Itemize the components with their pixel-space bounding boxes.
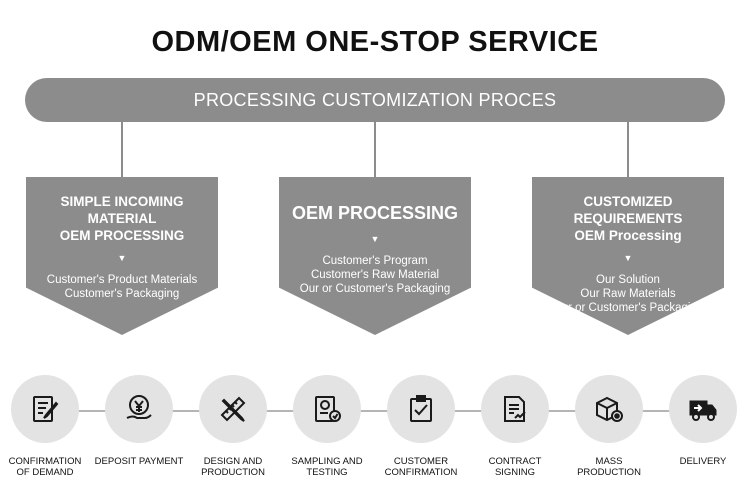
step-label: CONFIRMATION OF DEMAND: [8, 456, 82, 478]
panel-line: Customer's Raw Material: [310, 269, 440, 281]
step-mass-production: MASS PRODUCTION: [562, 375, 656, 478]
down-triangle-icon: ▼: [623, 253, 633, 263]
connector-line: [627, 122, 629, 177]
sample-test-icon: [315, 396, 341, 422]
panel-line: Our Raw Materials: [580, 288, 676, 300]
step-sampling-and-testing: SAMPLING AND TESTING: [280, 375, 374, 478]
step-label: DELIVERY: [679, 456, 727, 467]
step-confirmation-of-demand: CONFIRMATION OF DEMAND: [0, 375, 92, 478]
pencil-ruler-icon: [220, 396, 246, 422]
step-circle: [199, 375, 267, 443]
panel-line: Customer's Program: [322, 255, 428, 267]
step-delivery: DELIVERY: [656, 375, 750, 467]
panel-line: Our or Customer's Packaging: [552, 302, 704, 314]
panel-line: Customer's Packaging: [64, 288, 180, 300]
step-circle: [387, 375, 455, 443]
step-circle: [669, 375, 737, 443]
step-circle: [575, 375, 643, 443]
panel-heading: CUSTOMIZED REQUIREMENTS OEM Processing: [573, 194, 683, 243]
step-deposit-payment: DEPOSIT PAYMENT: [92, 375, 186, 467]
form-edit-icon: [33, 396, 59, 422]
step-label: SAMPLING AND TESTING: [291, 456, 363, 478]
document-sign-icon: [504, 396, 526, 422]
down-triangle-icon: ▼: [370, 234, 380, 244]
step-label: DESIGN AND PRODUCTION: [201, 456, 265, 478]
clipboard-check-icon: [410, 395, 432, 422]
step-design-and-production: DESIGN AND PRODUCTION: [186, 375, 280, 478]
step-circle: [293, 375, 361, 443]
connector-line: [121, 122, 123, 177]
step-customer-confirmation: CUSTOMER CONFIRMATION: [374, 375, 468, 478]
box-gear-icon: [596, 396, 623, 422]
step-label: CUSTOMER CONFIRMATION: [384, 456, 458, 478]
step-label: MASS PRODUCTION: [577, 456, 641, 478]
step-circle: [481, 375, 549, 443]
yen-coin-hand-icon: [126, 395, 152, 419]
panel-heading: OEM PROCESSING: [291, 203, 459, 223]
steps-connector: [45, 410, 705, 412]
page-title: ODM/OEM ONE-STOP SERVICE: [151, 26, 599, 58]
step-label: DEPOSIT PAYMENT: [94, 456, 184, 467]
step-contract-signing: CONTRACT SIGNING: [468, 375, 562, 478]
panel-line: Our Solution: [596, 274, 660, 286]
delivery-truck-icon: [689, 400, 717, 421]
down-triangle-icon: ▼: [117, 253, 127, 263]
panel-line: Our or Customer's Packaging: [299, 283, 451, 295]
panel-heading: SIMPLE INCOMING MATERIAL OEM PROCESSING: [59, 194, 185, 243]
connector-line: [374, 122, 376, 177]
process-panel-simple: SIMPLE INCOMING MATERIAL OEM PROCESSING …: [26, 177, 218, 335]
step-circle: [105, 375, 173, 443]
step-label: CONTRACT SIGNING: [488, 456, 542, 478]
process-banner: PROCESSING CUSTOMIZATION PROCES: [25, 78, 725, 122]
banner-label: PROCESSING CUSTOMIZATION PROCES: [193, 89, 557, 110]
step-circle: [11, 375, 79, 443]
panel-line: Customer's Product Materials: [46, 274, 198, 286]
